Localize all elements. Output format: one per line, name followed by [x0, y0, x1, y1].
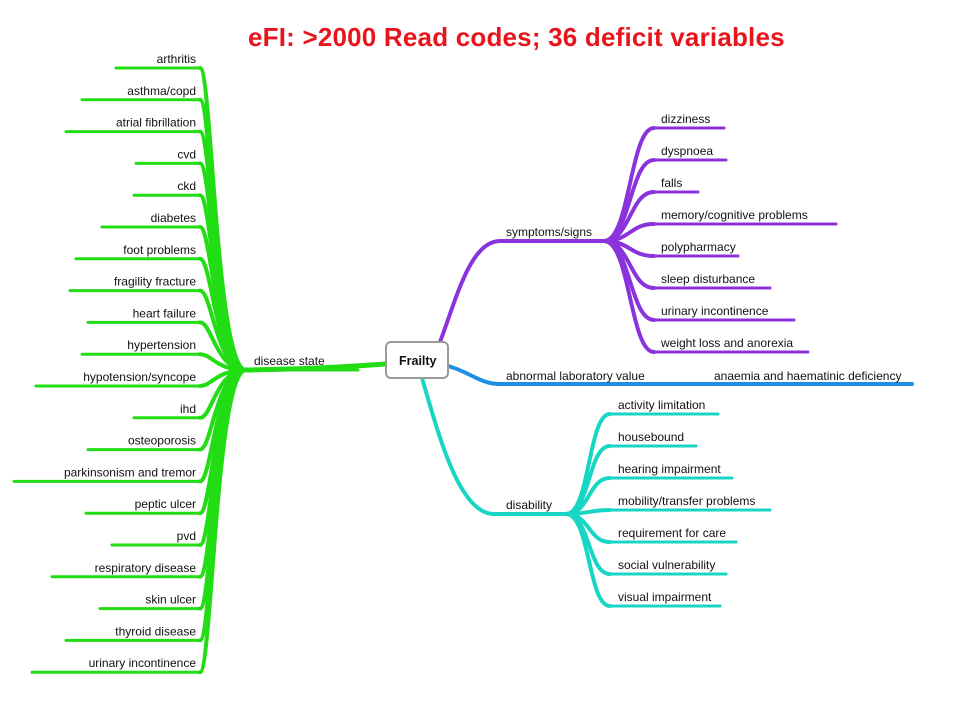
branch-symptoms-dyspnoea [602, 158, 656, 243]
node-disability-social-vulnerability[interactable]: social vulnerability [618, 558, 715, 572]
node-disease-ckd[interactable]: ckd [177, 179, 196, 193]
branch-label-abnormal-lab[interactable]: abnormal laboratory value [506, 369, 645, 383]
node-symptoms-urinary-incontinence[interactable]: urinary incontinence [661, 304, 769, 318]
node-disease-respiratory-disease[interactable]: respiratory disease [95, 561, 197, 575]
node-disease-peptic-ulcer[interactable]: peptic ulcer [135, 497, 196, 511]
node-disease-fragility-fracture[interactable]: fragility fracture [114, 275, 196, 289]
root-node-label: Frailty [399, 354, 437, 368]
branch-label-symptoms-signs[interactable]: symptoms/signs [506, 225, 592, 239]
slide-title: eFI: >2000 Read codes; 36 deficit variab… [248, 22, 785, 52]
branch-abnormal-lab [446, 364, 914, 386]
branch-symptoms-signs [438, 239, 606, 344]
node-disease-atrial-fibrillation[interactable]: atrial fibrillation [116, 116, 196, 130]
node-symptoms-dizziness[interactable]: dizziness [661, 112, 710, 126]
node-disease-foot-problems[interactable]: foot problems [123, 243, 196, 257]
branch-disability [420, 376, 568, 516]
node-symptoms-falls[interactable]: falls [661, 176, 682, 190]
node-disability-activity-limitation[interactable]: activity limitation [618, 398, 705, 412]
node-disease-ihd[interactable]: ihd [180, 402, 196, 416]
node-disability-housebound[interactable]: housebound [618, 430, 684, 444]
node-disease-parkinsonism-and-tremor[interactable]: parkinsonism and tremor [64, 465, 196, 479]
branch-label-disability[interactable]: disability [506, 498, 552, 512]
branch-symptoms-memory-cognitive-problems [602, 222, 656, 243]
node-disability-requirement-for-care[interactable]: requirement for care [618, 526, 726, 540]
node-disability-hearing-impairment[interactable]: hearing impairment [618, 462, 721, 476]
node-disease-urinary-incontinence[interactable]: urinary incontinence [89, 656, 197, 670]
root-node-box[interactable] [385, 341, 449, 379]
node-disease-osteoporosis[interactable]: osteoporosis [128, 434, 196, 448]
node-labels: disease state arthritis asthma/copd atrial … [64, 52, 902, 670]
node-lab-anaemia-and-haematinic-deficiency[interactable]: anaemia and haematinic deficiency [714, 369, 901, 383]
node-disease-hypertension[interactable]: hypertension [127, 338, 196, 352]
branch-disease-urinary-incontinence [198, 368, 248, 675]
node-disease-hypotension-syncope[interactable]: hypotension/syncope [83, 370, 196, 384]
node-symptoms-polypharmacy[interactable]: polypharmacy [661, 240, 736, 254]
node-disease-heart-failure[interactable]: heart failure [133, 306, 197, 320]
branch-disability-visual-impairment [564, 512, 612, 608]
node-disease-skin-ulcer[interactable]: skin ulcer [145, 593, 196, 607]
node-disease-cvd[interactable]: cvd [177, 147, 196, 161]
branch-label-disease-state[interactable]: disease state [254, 354, 325, 368]
node-disease-asthma-copd[interactable]: asthma/copd [127, 84, 196, 98]
node-disease-arthritis[interactable]: arthritis [157, 52, 196, 66]
node-symptoms-weight-loss-and-anorexia[interactable]: weight loss and anorexia [660, 336, 793, 350]
node-disease-thyroid-disease[interactable]: thyroid disease [115, 624, 196, 638]
node-disease-diabetes[interactable]: diabetes [151, 211, 196, 225]
node-symptoms-sleep-disturbance[interactable]: sleep disturbance [661, 272, 755, 286]
node-disability-visual-impairment[interactable]: visual impairment [618, 590, 712, 604]
node-disease-pvd[interactable]: pvd [177, 529, 196, 543]
node-disability-mobility-transfer-problems[interactable]: mobility/transfer problems [618, 494, 755, 508]
node-symptoms-memory-cognitive-problems[interactable]: memory/cognitive problems [661, 208, 808, 222]
root-node[interactable]: Frailty [385, 341, 449, 379]
branch-lines [12, 66, 914, 675]
node-symptoms-dyspnoea[interactable]: dyspnoea [661, 144, 713, 158]
branch-symptoms-urinary-incontinence [602, 239, 656, 322]
branch-symptoms-weight-loss-and-anorexia [602, 239, 656, 354]
